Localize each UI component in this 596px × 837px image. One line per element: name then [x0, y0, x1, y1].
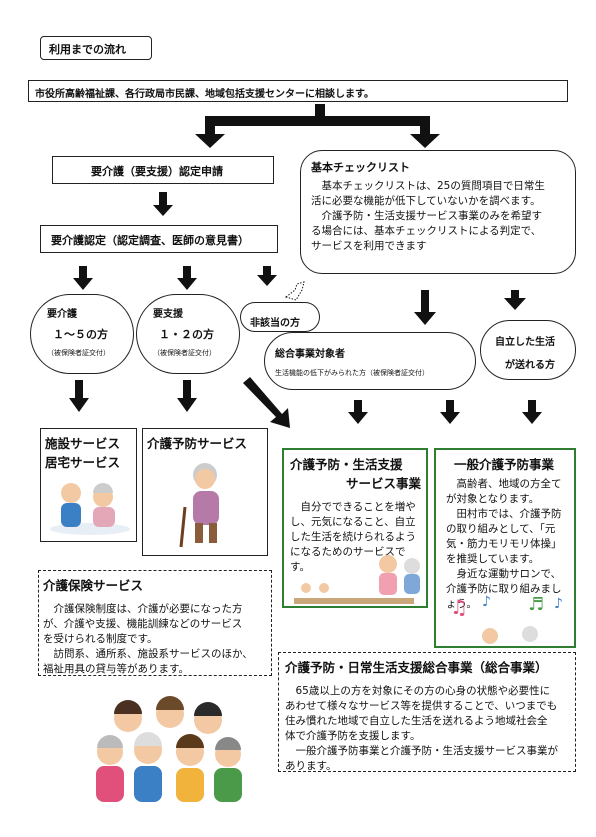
support-need-box: 要支援 １・２の方 （被保険者証交付）	[136, 294, 240, 374]
consult-box: 市役所高齢福祉課、各行政局市民課、地域包括支援センターに相談します。	[28, 80, 568, 102]
living-support-line: になるためのサービスで	[290, 546, 406, 558]
application-box: 要介護（要支援）認定申請	[52, 156, 274, 184]
facility-service-line2: 居宅サービス	[45, 455, 121, 470]
comprehensive-line: あわせて様々なサービス等を提供することで、いつまでも	[285, 700, 558, 712]
general-prevention-line: 気・筋力モリモリ体操」	[446, 538, 562, 550]
living-support-line: 自分でできることを増や	[290, 501, 416, 513]
independent-line1: 自立した生活	[495, 337, 555, 348]
comprehensive-line: あります。	[285, 760, 337, 772]
independent-line2: が送れる方	[505, 360, 555, 371]
cheering-crowd-illustration	[96, 696, 242, 802]
caregiver-illustration	[50, 483, 130, 535]
facility-service-box: 施設サービス 居宅サービス	[40, 428, 137, 542]
general-target-note: 生活機能の低下がみられた方（被保険者証交付）	[275, 369, 429, 377]
care-need-box: 要介護 １～５の方 （被保険者証交付）	[30, 294, 134, 374]
general-prevention-box: 一般介護予防事業 高齢者、地域の方全て が対象となります。 田村市では、介護予防…	[434, 448, 576, 648]
certification-box: 要介護認定（認定調査、医師の意見書）	[40, 225, 278, 253]
general-prevention-line: を推奨しています。	[446, 553, 540, 565]
general-target-title: 総合事業対象者	[275, 349, 345, 360]
insurance-line: 介護保険制度は、介護が必要になった方	[43, 603, 243, 615]
checklist-title: 基本チェックリスト	[311, 161, 410, 174]
living-support-title2: サービス事業	[346, 476, 422, 491]
general-prevention-line: ょう。	[446, 598, 477, 610]
living-support-line: した生活を続けられるよう	[290, 531, 416, 543]
checklist-line: 活に必要な機能が低下していないかを調べます。	[311, 195, 541, 207]
checklist-box: 基本チェックリスト 基本チェックリストは、25の質問項目で日常生 活に必要な機能…	[300, 150, 576, 274]
page-title: 利用までの流れ	[40, 36, 152, 60]
insurance-line: 訪問系、通所系、施設系サービスのほか、	[43, 648, 253, 660]
general-prevention-line: 田村市では、介護予防	[446, 508, 562, 520]
care-need-title: 要介護	[47, 309, 77, 320]
care-need-range: １～５の方	[53, 328, 108, 341]
svg-text:♪: ♪	[554, 596, 563, 612]
music-exercise-illustration: ♫ ♪ ♬ ♪	[450, 594, 563, 644]
care-need-note: （被保険者証交付）	[47, 349, 110, 357]
checklist-line: る場合には、基本チェックリストによる判定で、	[311, 225, 542, 237]
insurance-box: 介護保険サービス 介護保険制度は、介護が必要になった方 が、介護や支援、機能訓練…	[38, 570, 272, 676]
general-prevention-line: 身近な運動サロンで、	[446, 568, 562, 580]
general-prevention-line: が対象となります。	[446, 493, 540, 505]
insurance-line: を受けられる制度です。	[43, 633, 158, 645]
comprehensive-line: 一般介護予防事業と介護予防・生活支援サービス事業が	[285, 745, 558, 757]
general-prevention-title: 一般介護予防事業	[454, 457, 555, 472]
support-need-range: １・２の方	[159, 328, 214, 341]
svg-text:♫: ♫	[450, 595, 468, 619]
elderly-woman-illustration	[179, 463, 219, 548]
checklist-line: サービスを利用できます	[311, 240, 427, 252]
insurance-line: が、介護や支援、機能訓練などのサービス	[43, 618, 243, 630]
living-support-title1: 介護予防・生活支援	[290, 457, 403, 472]
insurance-title: 介護保険サービス	[43, 578, 144, 593]
prevention-service-box: 介護予防サービス	[142, 428, 268, 556]
not-applicable-label: 非該当の方	[250, 318, 300, 329]
comprehensive-line: 体で介護予防を支援します。	[285, 730, 421, 742]
svg-text:♪: ♪	[482, 594, 491, 610]
general-prevention-line: 高齢者、地域の方全て	[446, 478, 562, 490]
svg-text:♬: ♬	[528, 594, 544, 615]
independent-box: 自立した生活 が送れる方	[480, 320, 576, 380]
comprehensive-line: 住み慣れた地域で自立した生活を送れるよう地域社会全	[285, 715, 548, 727]
support-need-title: 要支援	[153, 309, 183, 320]
comprehensive-title: 介護予防・日常生活支援総合事業（総合事業）	[285, 660, 548, 675]
checklist-line: 基本チェックリストは、25の質問項目で日常生	[311, 180, 545, 192]
general-target-box: 総合事業対象者 生活機能の低下がみられた方（被保険者証交付）	[264, 332, 476, 390]
insurance-line: 福祉用具の貸与等があります。	[43, 663, 189, 675]
living-support-line: す。	[290, 561, 310, 573]
living-support-line: し、元気になること、自立	[290, 516, 416, 528]
comprehensive-box: 介護予防・日常生活支援総合事業（総合事業） 65歳以上の方を対象にその方の心身の…	[278, 652, 576, 772]
support-need-note: （被保険者証交付）	[153, 349, 216, 357]
general-prevention-line: の取り組みとして、「元	[446, 523, 556, 535]
not-applicable-box: 非該当の方	[240, 302, 320, 332]
prevention-service-title: 介護予防サービス	[147, 436, 248, 451]
living-support-box: 介護予防・生活支援 サービス事業 自分でできることを増や し、元気になること、自…	[282, 448, 428, 608]
checklist-line: 介護予防・生活支援サービス事業のみを希望す	[311, 210, 542, 222]
general-prevention-line: 介護予防に取り組みまし	[446, 583, 562, 595]
helpers-illustration	[294, 555, 420, 604]
comprehensive-line: 65歳以上の方を対象にその方の心身の状態や必要性に	[285, 685, 551, 697]
facility-service-line1: 施設サービス	[45, 436, 121, 451]
